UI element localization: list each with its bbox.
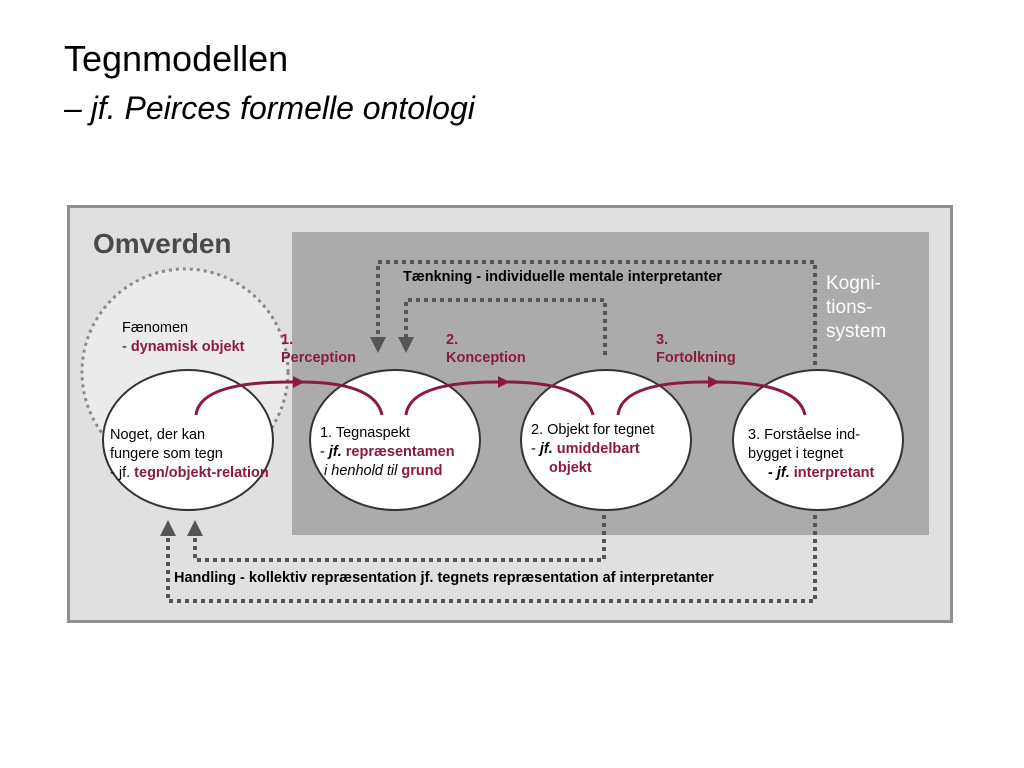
node-1-text: 1. Tegnaspekt - jf. repræsentamen i henh… xyxy=(320,425,455,479)
phenomenon-label: Fænomen - dynamisk objekt xyxy=(122,320,245,355)
node-0-ellipse xyxy=(102,369,274,511)
node-3-ellipse xyxy=(732,369,904,511)
step-konception: 2. Konception xyxy=(446,332,526,366)
handling-label: Handling - kollektiv repræsentation jf. … xyxy=(174,570,714,586)
tankning-loop-outer xyxy=(370,260,817,365)
node-0-text: Noget, der kan fungere som tegn - jf. te… xyxy=(110,427,269,481)
kognitionssystem-label: Kogni- tions- system xyxy=(826,273,887,342)
perception-arc xyxy=(194,376,305,416)
omverden-label: Omverden xyxy=(93,228,232,259)
fortolkning-arc xyxy=(616,376,720,416)
step-perception: 1. Perception xyxy=(281,332,356,366)
node-2-ellipse xyxy=(520,369,692,511)
node-2-text: 2. Objekt for tegnet - jf. umiddelbart o… xyxy=(531,422,655,476)
node-3-text: 3. Forståelse ind- bygget i tegnet - jf.… xyxy=(748,427,875,481)
step-fortolkning: 3. Fortolkning xyxy=(656,332,736,366)
slide-title: Tegnmodellen xyxy=(64,38,289,79)
handling-loop-inner xyxy=(187,515,606,562)
tankning-loop-inner xyxy=(398,298,607,355)
slide-subtitle: – jf. Peirces formelle ontologi xyxy=(64,90,475,126)
node-1-ellipse xyxy=(309,369,481,511)
tankning-label: Tænkning - individuelle mentale interpre… xyxy=(403,269,723,285)
handling-loop-outer xyxy=(160,515,817,603)
konception-arc xyxy=(404,376,510,416)
